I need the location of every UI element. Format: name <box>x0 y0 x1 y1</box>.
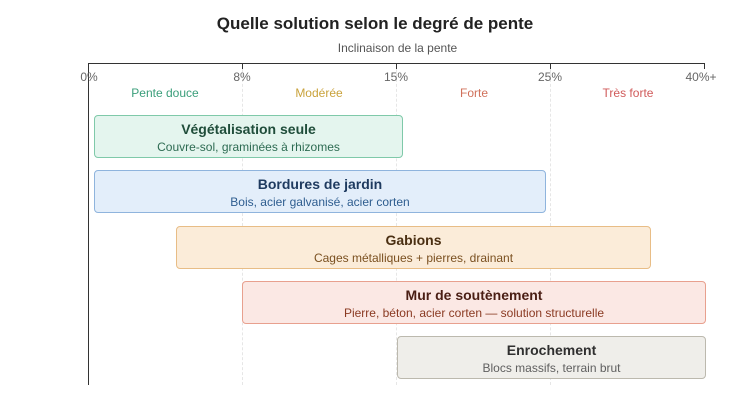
tick-label-40: 40%+ <box>685 70 717 84</box>
zone-label-moderee: Modérée <box>295 86 343 100</box>
solution-detail: Pierre, béton, acier corten — solution s… <box>343 306 605 320</box>
axis-label: Inclinaison de la pente <box>337 41 458 55</box>
solution-name: Enrochement <box>506 342 597 358</box>
solution-bar-gabions: Gabions Cages métalliques + pierres, dra… <box>176 226 651 269</box>
tick-mark-0 <box>88 63 89 69</box>
tick-label-15: 15% <box>383 70 409 84</box>
tick-mark-40 <box>704 63 705 69</box>
solution-bar-vegetalisation: Végétalisation seule Couvre-sol, graminé… <box>94 115 403 158</box>
tick-mark-25 <box>550 63 551 69</box>
solution-detail: Couvre-sol, graminées à rhizomes <box>157 140 340 154</box>
solution-name: Bordures de jardin <box>257 176 383 192</box>
left-axis-line <box>88 63 89 385</box>
solution-bar-mur-soutenement: Mur de soutènement Pierre, béton, acier … <box>242 281 706 324</box>
solution-name: Gabions <box>385 232 442 248</box>
solution-detail: Bois, acier galvanisé, acier corten <box>230 195 410 209</box>
solution-bar-enrochement: Enrochement Blocs massifs, terrain brut <box>397 336 706 379</box>
tick-mark-8 <box>242 63 243 69</box>
tick-mark-15 <box>396 63 397 69</box>
zone-label-forte: Forte <box>459 86 489 100</box>
solution-bar-bordures: Bordures de jardin Bois, acier galvanisé… <box>94 170 546 213</box>
zone-label-douce: Pente douce <box>131 86 199 100</box>
diagram-title: Quelle solution selon le degré de pente <box>216 14 534 33</box>
tick-label-0: 0% <box>80 70 98 84</box>
solution-name: Végétalisation seule <box>181 121 316 137</box>
solution-detail: Blocs massifs, terrain brut <box>482 361 621 375</box>
tick-label-25: 25% <box>537 70 563 84</box>
tick-label-8: 8% <box>233 70 251 84</box>
solution-name: Mur de soutènement <box>405 287 543 303</box>
zone-label-tres-forte: Très forte <box>602 86 654 100</box>
solution-detail: Cages métalliques + pierres, drainant <box>313 251 514 265</box>
